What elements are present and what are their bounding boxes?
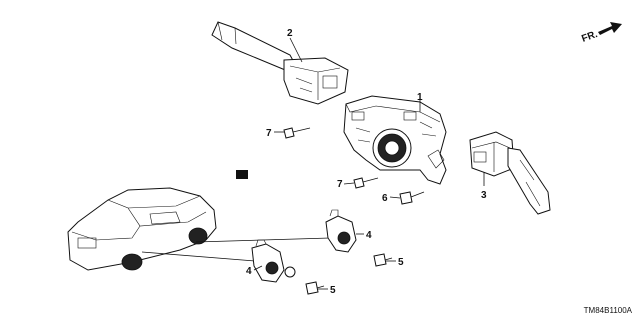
leader-2 <box>289 37 303 63</box>
leader-car-lower <box>141 251 269 263</box>
bolt-5-lower <box>305 281 325 295</box>
callout-4-upper: 4 <box>366 230 372 241</box>
vehicle-illustration <box>67 187 217 271</box>
wiper-switch-assembly <box>211 21 349 105</box>
callout-5-upper: 5 <box>398 257 404 268</box>
diagram-code: TM84B1100A <box>584 306 633 315</box>
callout-7-lower: 7 <box>337 179 343 190</box>
callout-3: 3 <box>481 190 487 201</box>
sensor-4-lower <box>251 239 296 283</box>
light-switch-assembly <box>469 131 551 215</box>
screw-7-lower <box>353 177 379 189</box>
leader-7b <box>343 182 355 185</box>
front-direction-indicator: FR. <box>580 22 622 45</box>
screw-7-upper <box>283 127 311 139</box>
callout-4-lower: 4 <box>246 266 252 277</box>
callout-6: 6 <box>382 193 388 204</box>
callout-1: 1 <box>417 92 423 103</box>
leader-6 <box>389 196 401 199</box>
callout-2: 2 <box>287 28 293 39</box>
combination-switch-body <box>236 95 447 185</box>
front-direction-label: FR. <box>580 29 599 45</box>
callout-5-lower: 5 <box>330 285 336 296</box>
bolt-5-upper <box>373 253 393 267</box>
sensor-4-upper <box>325 209 357 253</box>
leader-4b <box>253 265 263 271</box>
screw-6 <box>399 191 425 205</box>
front-arrow-icon <box>598 22 622 35</box>
callout-7-upper: 7 <box>266 128 272 139</box>
